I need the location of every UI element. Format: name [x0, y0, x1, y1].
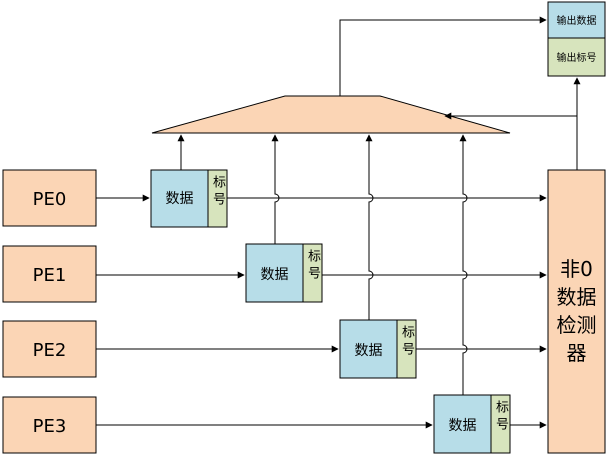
- detector-line-1: 数据: [557, 285, 597, 309]
- pe-box-2: PE2: [2, 320, 97, 378]
- packet-tag-cell: [207, 169, 228, 228]
- packet-1: 数据 标号: [245, 243, 323, 303]
- output-tag-label: 输出标号: [557, 51, 597, 64]
- nonzero-detector: 非0 数据 检测 器: [547, 169, 606, 454]
- packet-tag-label: 标号: [493, 400, 509, 434]
- packet2-to-mux-arrow: [365, 134, 374, 320]
- output-tag-cell: [547, 37, 606, 77]
- packet-0: 数据 标号: [150, 169, 228, 228]
- packet-data-label: 数据: [355, 343, 383, 359]
- multiplexer-trapezoid: [151, 95, 511, 134]
- pe-label: PE2: [33, 340, 67, 361]
- pe-label: PE0: [33, 189, 67, 210]
- output-box: 输出数据 输出标号: [547, 1, 606, 77]
- pe-box-0: PE0: [2, 169, 97, 227]
- packet-tag-cell: [396, 319, 417, 379]
- packet-tag-cell: [302, 243, 323, 303]
- mux-to-output-arrow: [339, 16, 547, 96]
- packet-tag-label: 标号: [210, 175, 226, 209]
- detector-line-3: 器: [567, 341, 587, 365]
- packet-data-cell: [150, 169, 209, 228]
- packet-2: 数据 标号: [339, 319, 417, 379]
- packet-tag-label: 标号: [305, 249, 321, 283]
- pe-label: PE3: [33, 416, 67, 437]
- packet-data-label: 数据: [261, 267, 289, 283]
- packet-data-label: 数据: [449, 418, 477, 434]
- pe-label: PE1: [33, 265, 67, 286]
- packet-tag-cell: [490, 394, 511, 454]
- output-data-cell: [547, 1, 606, 39]
- packet3-to-mux-arrow: [459, 134, 468, 395]
- packet-data-cell: [339, 319, 398, 379]
- output-data-label: 输出数据: [557, 14, 597, 27]
- pe-box-3: PE3: [2, 396, 97, 454]
- pe-box-1: PE1: [2, 245, 97, 303]
- detector-line-2: 检测: [557, 313, 597, 337]
- packet-data-cell: [245, 243, 304, 303]
- packet-data-label: 数据: [166, 191, 194, 207]
- packet-data-cell: [433, 394, 492, 454]
- detector-line-0: 非0: [560, 257, 593, 281]
- packet-3: 数据 标号: [433, 394, 511, 454]
- packet-tag-label: 标号: [399, 325, 415, 359]
- packet1-to-mux-arrow: [271, 134, 280, 244]
